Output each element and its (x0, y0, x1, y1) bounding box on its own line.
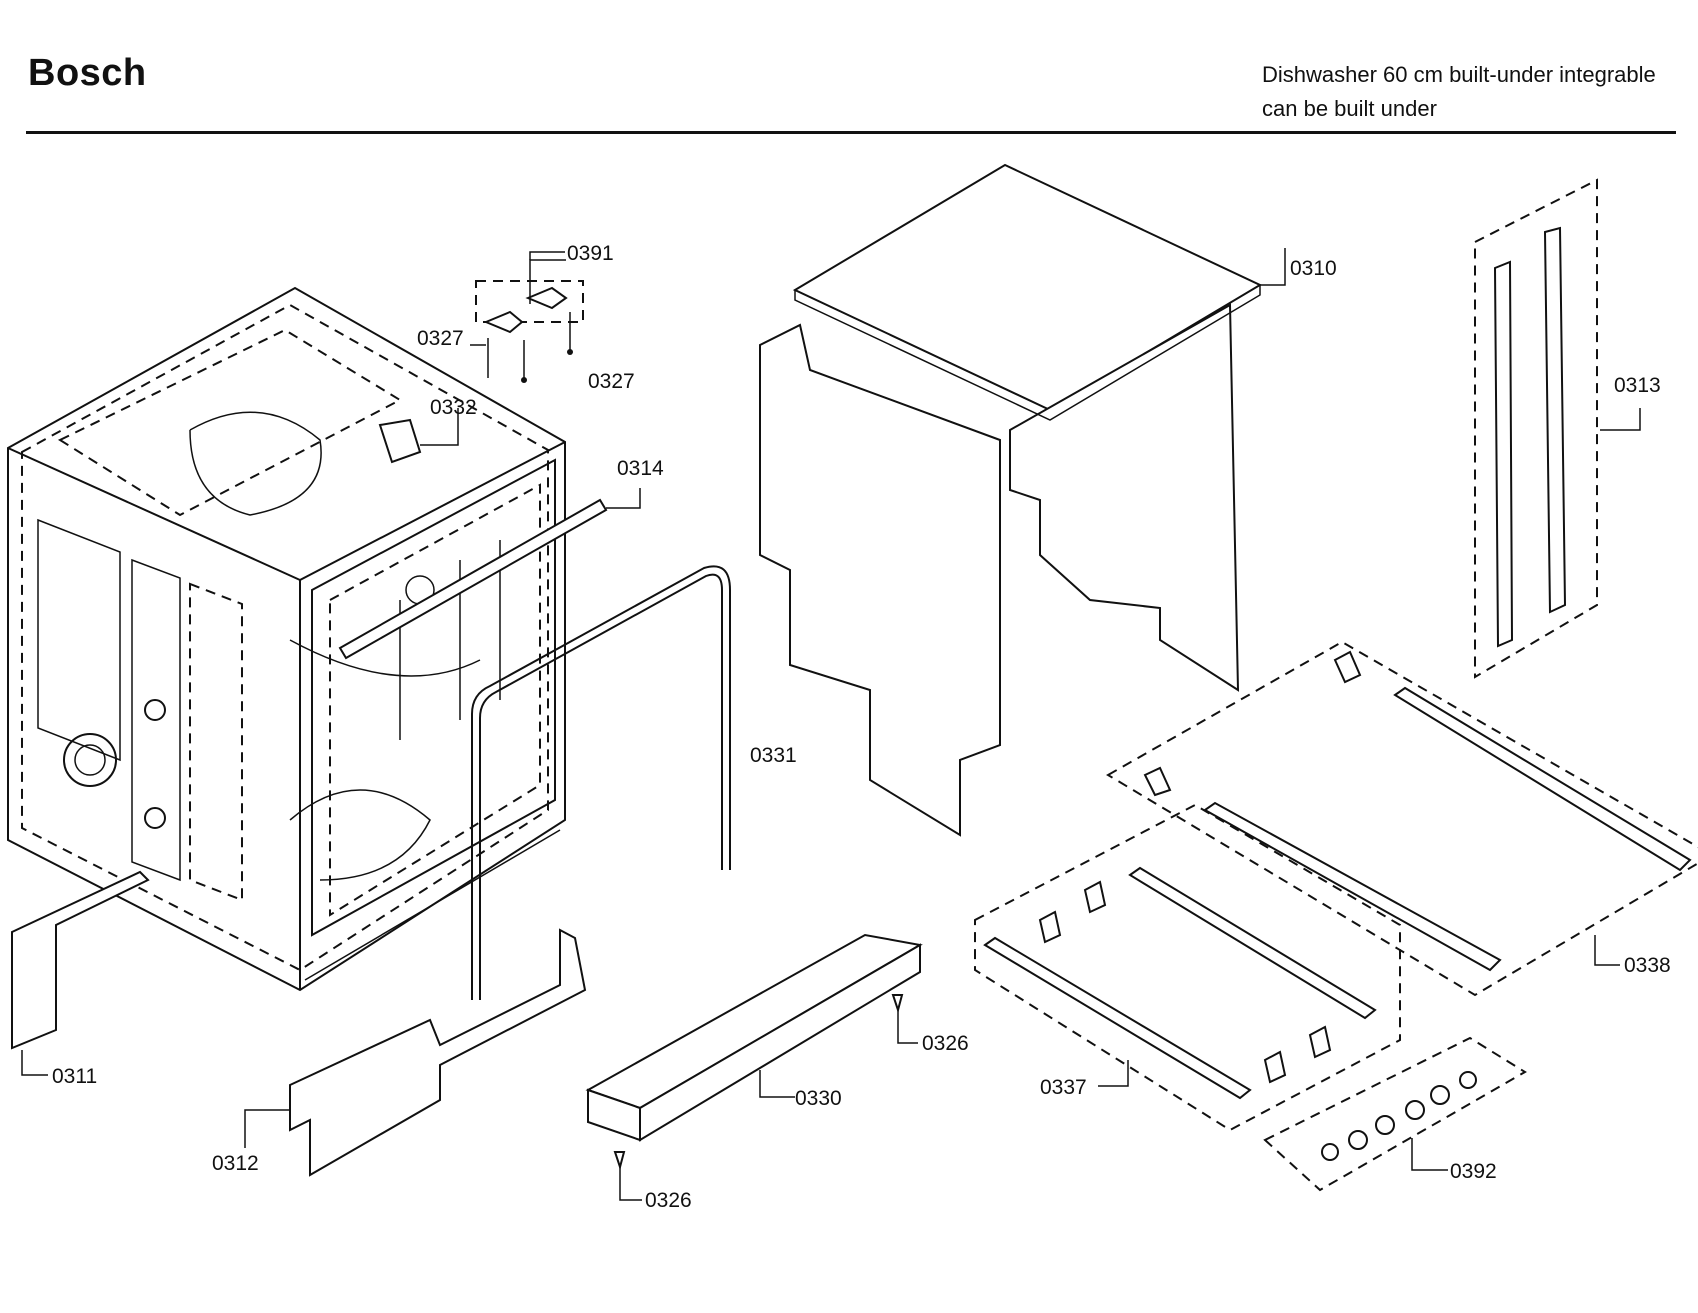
callout-0338: 0338 (1624, 954, 1671, 977)
callout-0337: 0337 (1040, 1076, 1087, 1099)
side-rails-drawing (1474, 178, 1641, 679)
callout-0310: 0310 (1290, 257, 1337, 280)
strip-drawing (338, 488, 641, 660)
tub-frame-drawing (7, 286, 566, 992)
callout-0330: 0330 (795, 1087, 842, 1110)
callout-0391: 0391 (567, 242, 614, 265)
callout-0392: 0392 (1450, 1160, 1497, 1183)
insulation-cover-drawing (759, 163, 1286, 837)
bracket-drawing (378, 408, 459, 464)
header-divider (26, 131, 1676, 134)
callout-0326-upper: 0326 (922, 1032, 969, 1055)
callout-0327-left: 0327 (417, 327, 464, 350)
callout-0327-right: 0327 (588, 370, 635, 393)
rail-set-upper-drawing (1106, 640, 1698, 997)
callout-0311: 0311 (52, 1065, 97, 1088)
hinge-kit-drawing (475, 259, 584, 383)
kick-panel-drawing (11, 870, 150, 1076)
diagram-description: Dishwasher 60 cm built-under integrable … (1262, 58, 1656, 126)
callout-0332: 0332 (430, 396, 477, 419)
base-plate-drawing (585, 933, 923, 1142)
wheel-kit-drawing (1263, 1036, 1527, 1192)
brand-title: Bosch (28, 52, 147, 94)
callout-0331: 0331 (750, 744, 797, 767)
lower-panel-drawing (244, 928, 587, 1177)
callout-0312: 0312 (212, 1152, 259, 1175)
callout-0314: 0314 (617, 457, 664, 480)
callout-0313: 0313 (1614, 374, 1661, 397)
screws-drawing (613, 994, 918, 1201)
rail-set-lower-drawing (974, 803, 1401, 1132)
callout-0326-lower: 0326 (645, 1189, 692, 1212)
description-line-2: can be built under (1262, 96, 1437, 121)
door-seal-drawing (471, 565, 731, 1000)
description-line-1: Dishwasher 60 cm built-under integrable (1262, 62, 1656, 87)
